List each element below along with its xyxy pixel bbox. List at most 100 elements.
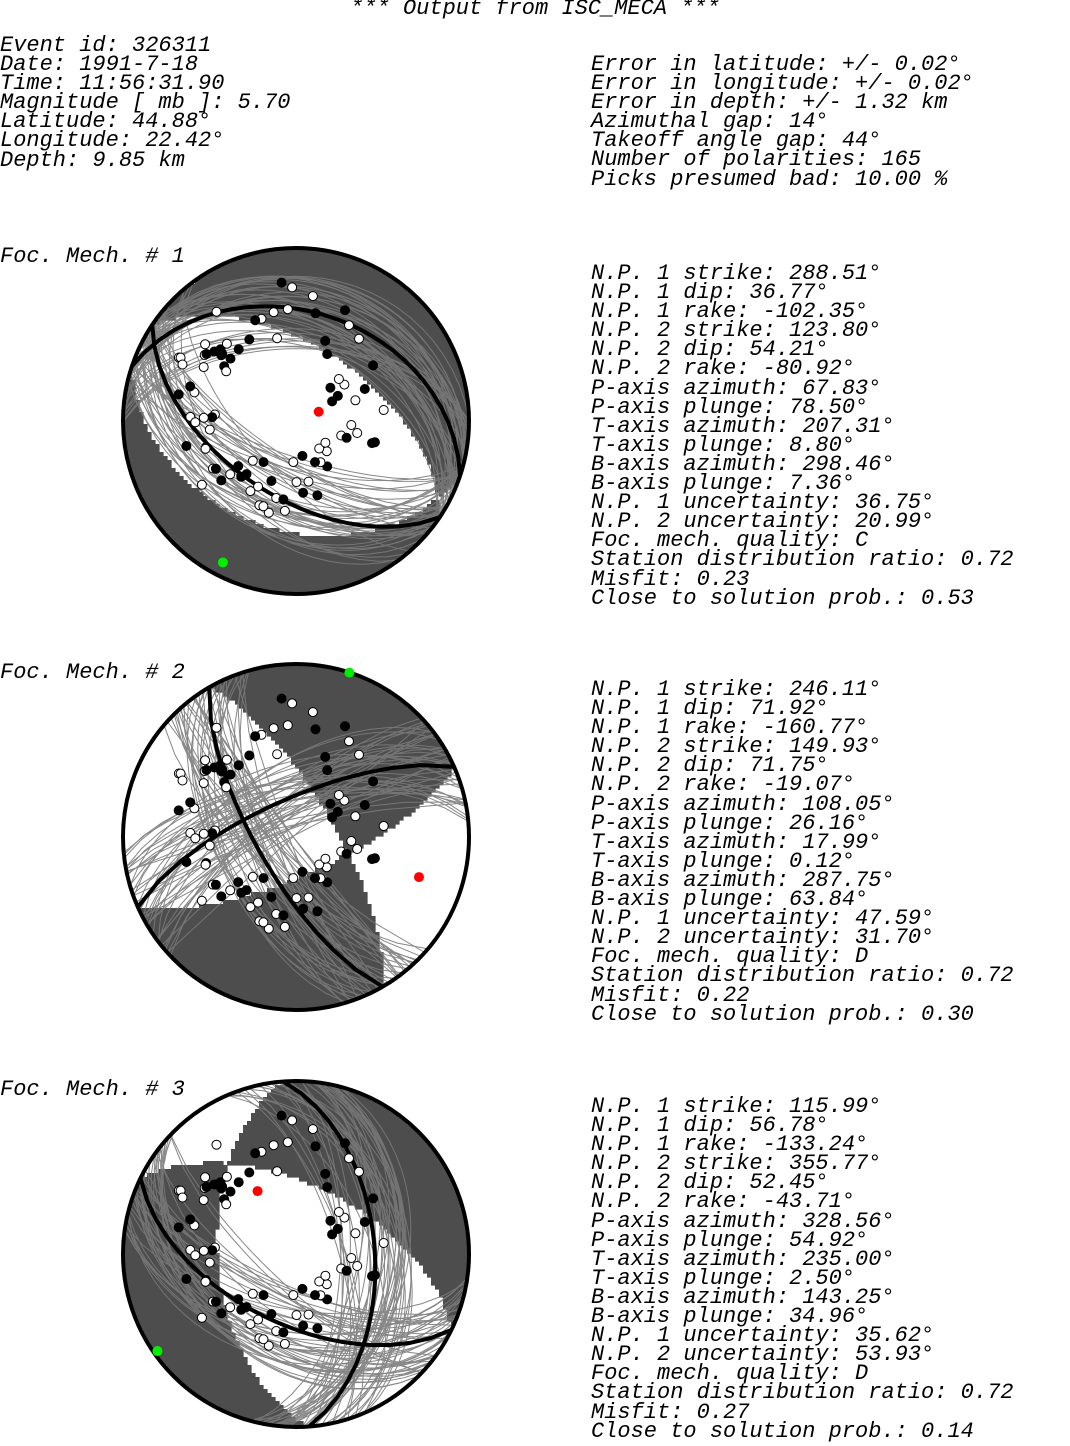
polarity-compression xyxy=(367,438,377,449)
polarity-dilatation xyxy=(247,871,258,882)
compressional-quadrant xyxy=(143,912,372,917)
polarity-dilatation xyxy=(268,1140,279,1151)
beachball-diagram xyxy=(121,246,471,596)
solution-line xyxy=(132,1197,460,1316)
compressional-quadrant xyxy=(227,1161,444,1166)
compressional-quadrant xyxy=(127,448,160,453)
solution-line xyxy=(129,753,463,886)
solution-line xyxy=(131,365,461,481)
polarity-compression xyxy=(216,475,227,486)
info-line: N.P. 1 strike: 115.99° xyxy=(591,1094,882,1119)
info-line: N.P. 2 strike: 355.77° xyxy=(591,1151,882,1177)
solution-line xyxy=(126,277,466,459)
polarity-compression xyxy=(258,1290,269,1301)
polarity-dilatation xyxy=(253,1314,264,1325)
compressional-quadrant xyxy=(167,1369,252,1374)
info-line: N.P. 1 dip: 71.92° xyxy=(591,696,829,722)
compressional-quadrant xyxy=(203,564,392,569)
compressional-quadrant xyxy=(335,860,352,865)
compressional-quadrant xyxy=(163,1361,248,1366)
polarity-dilatation xyxy=(245,902,256,913)
compressional-quadrant xyxy=(299,1177,452,1182)
polarity-dilatation xyxy=(177,1192,188,1203)
solution-line xyxy=(141,1172,449,1374)
p-axis-marker xyxy=(313,406,324,417)
polarity-dilatation xyxy=(221,366,232,377)
compressional-quadrant xyxy=(287,752,448,757)
polarity-dilatation xyxy=(221,754,232,765)
compressional-quadrant xyxy=(159,1357,248,1362)
polarity-dilatation xyxy=(190,417,201,428)
compressional-quadrant xyxy=(267,888,364,893)
compressional-quadrant xyxy=(231,1149,436,1154)
compressional-quadrant xyxy=(219,264,372,269)
polarity-compression xyxy=(244,1167,255,1178)
polarity-dilatation xyxy=(211,1139,222,1150)
solution-line xyxy=(276,1081,385,1427)
compressional-quadrant xyxy=(239,256,356,261)
polarity-compression xyxy=(276,277,287,288)
compressional-quadrant xyxy=(215,572,376,577)
compressional-quadrant xyxy=(331,352,456,357)
compressional-quadrant xyxy=(123,1277,220,1282)
compressional-quadrant xyxy=(243,1000,348,1005)
compressional-quadrant xyxy=(271,736,440,741)
polarity-dilatation xyxy=(307,1124,318,1135)
compressional-quadrant xyxy=(239,1133,424,1138)
mechanism-parameters: N.P. 1 strike: 115.99°N.P. 1 dip: 56.78°… xyxy=(591,1094,1013,1442)
polarity-dilatation xyxy=(258,1334,269,1345)
compressional-quadrant xyxy=(371,384,468,389)
compressional-quadrant xyxy=(123,416,144,421)
polarity-dilatation xyxy=(378,821,389,831)
solution-line xyxy=(219,681,373,993)
polarity-compression xyxy=(181,441,192,451)
polarity-compression xyxy=(207,828,218,839)
compressional-quadrant xyxy=(167,536,424,541)
compressional-quadrant xyxy=(123,420,144,425)
compressional-quadrant xyxy=(343,840,372,845)
compressional-quadrant xyxy=(159,1169,228,1174)
polarity-dilatation xyxy=(378,1238,389,1248)
compressional-quadrant xyxy=(423,1265,468,1270)
solution-line xyxy=(148,305,445,513)
info-line: T-axis azimuth: 17.99° xyxy=(591,829,882,855)
compressional-quadrant xyxy=(363,1209,464,1214)
polarity-dilatation xyxy=(245,1319,256,1330)
info-line: Azimuthal gap: 14° xyxy=(591,109,829,135)
solution-line xyxy=(151,325,441,518)
polarity-compression xyxy=(310,724,321,735)
polarity-dilatation xyxy=(198,828,209,839)
compressional-quadrant xyxy=(403,416,468,421)
polarity-compression xyxy=(210,463,221,474)
compressional-quadrant xyxy=(311,788,436,793)
polarity-compression xyxy=(233,760,244,771)
polarity-compression xyxy=(341,848,352,859)
compressional-quadrant xyxy=(323,864,356,869)
polarity-dilatation xyxy=(204,424,215,435)
compressional-quadrant xyxy=(295,764,456,769)
beachball-diagram xyxy=(121,1079,471,1429)
polarity-dilatation xyxy=(247,455,258,466)
polarity-dilatation xyxy=(279,505,290,516)
polarity-compression xyxy=(185,797,196,808)
compressional-quadrant xyxy=(159,524,264,529)
solution-line xyxy=(149,281,452,514)
solution-line xyxy=(123,786,469,854)
info-line: T-axis plunge: 8.80° xyxy=(591,432,856,458)
solution-line xyxy=(156,1150,435,1366)
compressional-quadrant xyxy=(127,460,172,465)
compressional-quadrant xyxy=(187,1385,264,1390)
solution-line xyxy=(153,276,452,520)
polarity-compression xyxy=(225,353,236,364)
solution-line xyxy=(282,1081,406,1427)
polarity-dilatation xyxy=(287,698,298,709)
compressional-quadrant xyxy=(263,1097,372,1102)
solution-line xyxy=(145,333,446,509)
polarity-dilatation xyxy=(320,1270,331,1281)
compressional-quadrant xyxy=(235,1145,432,1150)
info-line: T-axis azimuth: 207.31° xyxy=(591,413,895,439)
compressional-quadrant xyxy=(179,964,384,969)
solution-line xyxy=(169,1135,422,1374)
compressional-quadrant xyxy=(247,712,420,717)
solution-line xyxy=(160,1131,419,1390)
